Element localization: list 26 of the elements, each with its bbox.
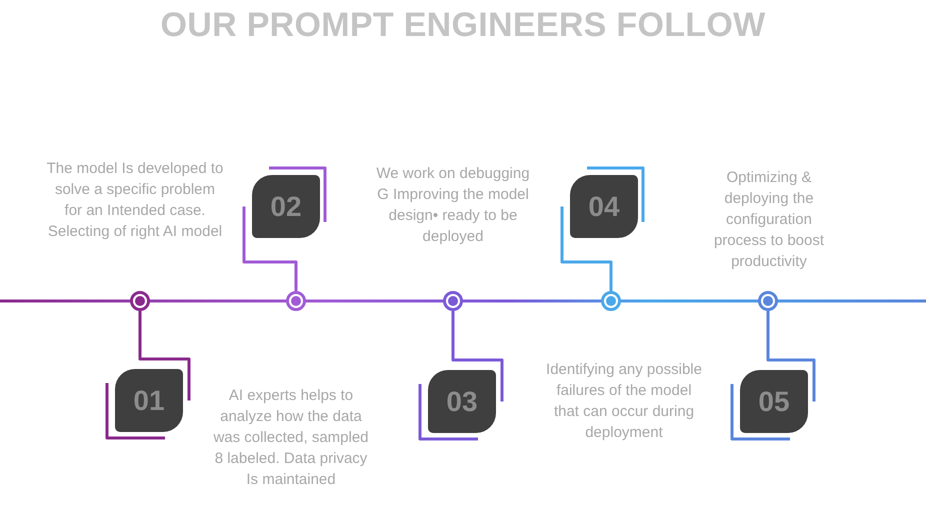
step-description: We work on debugging G Improving the model design• ready to be deployed bbox=[375, 164, 531, 247]
timeline-dot bbox=[601, 291, 621, 311]
timeline-dot bbox=[130, 291, 150, 311]
timeline-dot bbox=[758, 291, 778, 311]
title: OUR PROMPT ENGINEERS FOLLOW bbox=[160, 6, 766, 45]
timeline-dot bbox=[443, 291, 463, 311]
step-number: 03 bbox=[446, 386, 478, 418]
step-badge bbox=[428, 370, 496, 433]
step-badge bbox=[570, 175, 638, 238]
step-number: 04 bbox=[588, 190, 620, 222]
step-badge bbox=[252, 175, 320, 238]
step-description: Optimizing & deploying the configuration process to boost productivity bbox=[712, 168, 826, 272]
connector-line bbox=[560, 206, 612, 291]
connector-line bbox=[452, 311, 504, 402]
step-description: The model Is developed to solve a specific problem for an Intended case. Selecting of right AI model bbox=[46, 159, 224, 242]
step-number: 05 bbox=[758, 386, 790, 418]
step-number: 02 bbox=[270, 190, 302, 222]
connector-line bbox=[138, 311, 190, 400]
step-badge bbox=[740, 370, 808, 433]
step-description: AI experts helps to analyze how the data was collected, sampled 8 labeled. Data privacy Is maintained bbox=[212, 386, 370, 490]
connector-line bbox=[766, 311, 816, 402]
step-badge bbox=[115, 369, 183, 432]
timeline-dot bbox=[286, 291, 306, 311]
step-description: Identifying any possible failures of the model that can occur during deployment bbox=[545, 360, 703, 443]
connector-line bbox=[242, 206, 298, 291]
step-number: 01 bbox=[133, 384, 165, 416]
